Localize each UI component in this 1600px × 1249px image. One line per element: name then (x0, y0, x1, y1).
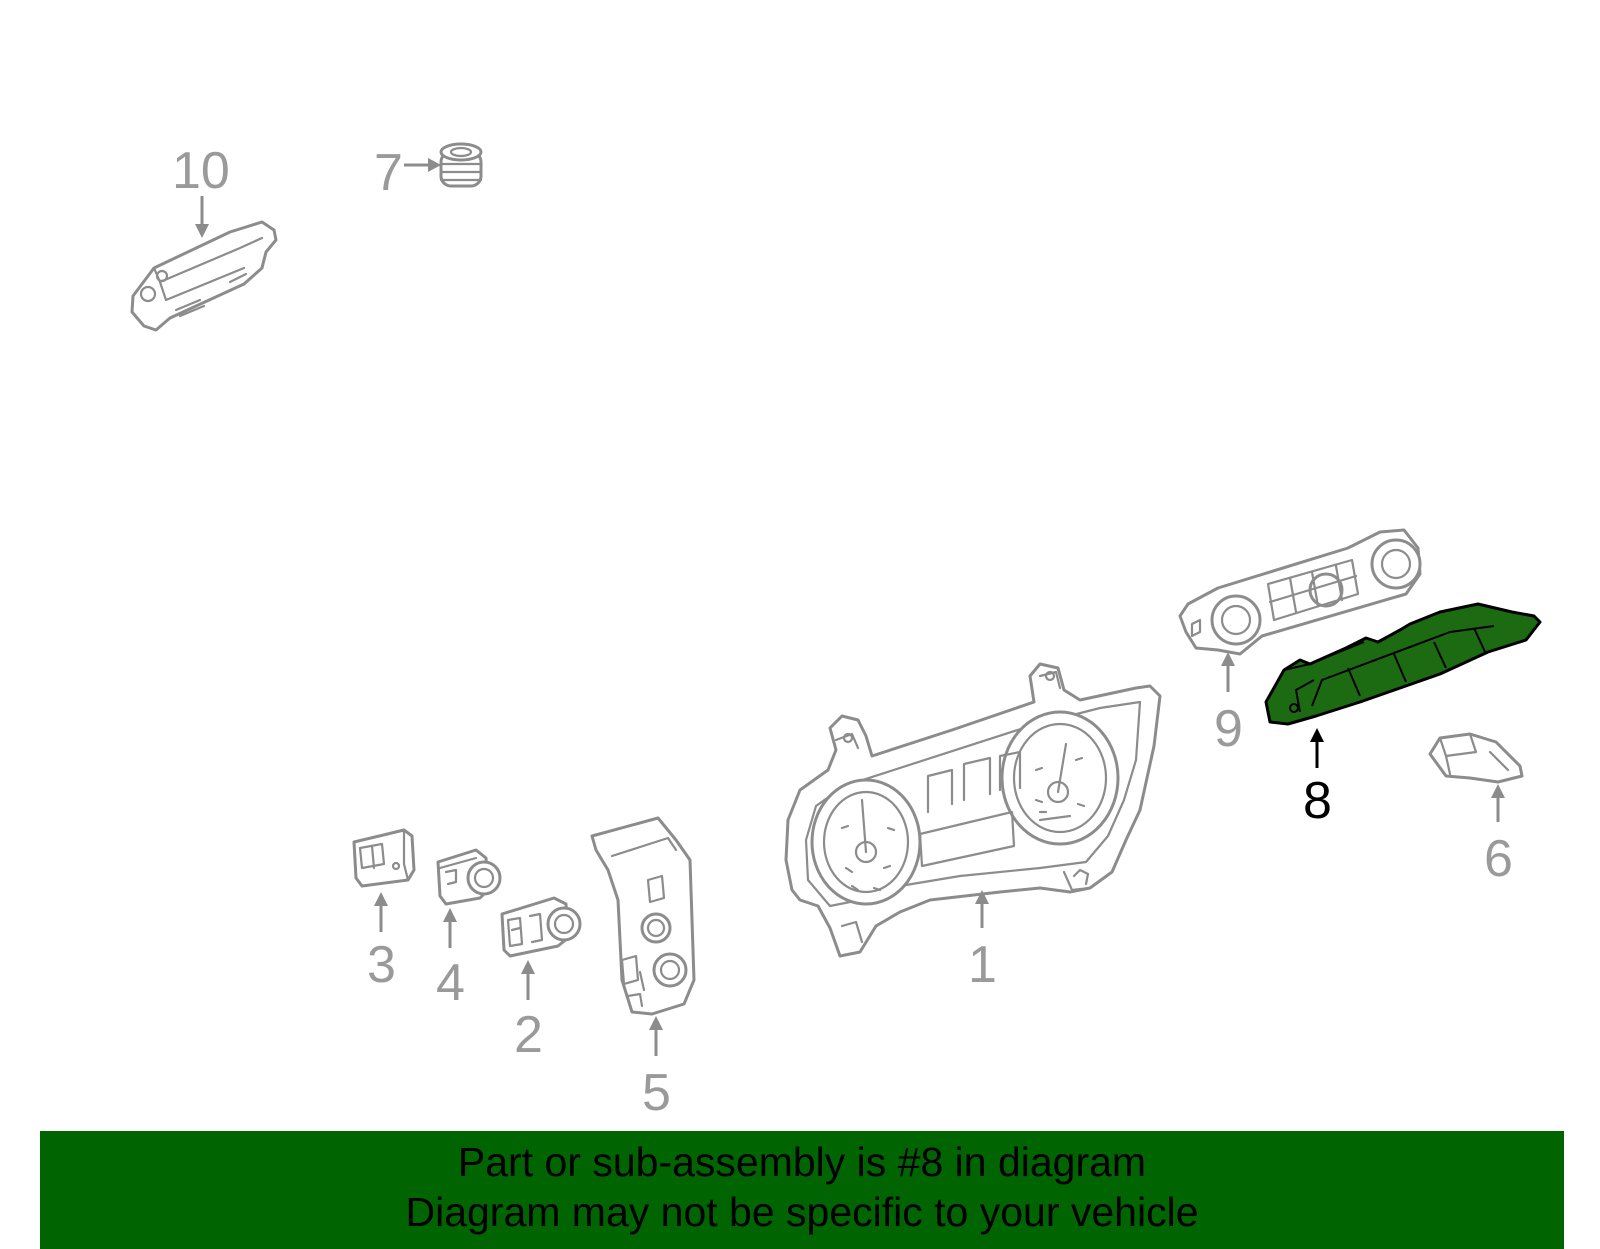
part-3-switch[interactable] (352, 828, 416, 888)
part-8-switch-panel[interactable] (1264, 602, 1542, 726)
arrowhead-7 (428, 158, 441, 172)
callout-10: 10 (172, 142, 230, 200)
part-2-dimmer-switch[interactable] (500, 896, 582, 958)
callout-3: 3 (367, 936, 396, 994)
callout-2: 2 (514, 1006, 543, 1064)
arrowhead-1 (975, 890, 989, 904)
banner-line-part: Part or sub-assembly is #8 in diagram (457, 1139, 1147, 1185)
part-4-knob-switch[interactable] (436, 848, 502, 906)
part-5-switch-bezel[interactable] (590, 816, 696, 1016)
banner-line-disclaimer: Diagram may not be specific to your vehi… (405, 1189, 1199, 1235)
callout-8: 8 (1303, 772, 1332, 830)
arrowhead-2 (521, 960, 535, 974)
part-9-climate-control[interactable] (1178, 528, 1422, 656)
part-1-instrument-cluster[interactable] (784, 662, 1162, 958)
callout-4: 4 (436, 954, 465, 1012)
arrowhead-10 (195, 224, 209, 238)
part-6-switch[interactable] (1428, 732, 1524, 784)
arrowhead-4 (443, 908, 457, 922)
info-banner: Part or sub-assembly is #8 in diagram Di… (40, 1131, 1564, 1249)
arrowhead-3 (374, 892, 388, 906)
callout-1: 1 (968, 936, 997, 994)
callout-6: 6 (1484, 830, 1513, 888)
callout-5: 5 (642, 1064, 671, 1122)
parts-diagram: 10 7 9 8 (130, 142, 1542, 1122)
arrowhead-8 (1310, 728, 1324, 742)
arrowhead-6 (1491, 784, 1505, 798)
callout-9: 9 (1214, 700, 1243, 758)
arrowhead-9 (1221, 652, 1235, 666)
part-10-module[interactable] (130, 220, 278, 332)
part-7-bulb[interactable] (439, 142, 483, 188)
arrowhead-5 (649, 1016, 663, 1030)
callout-7: 7 (374, 144, 403, 202)
